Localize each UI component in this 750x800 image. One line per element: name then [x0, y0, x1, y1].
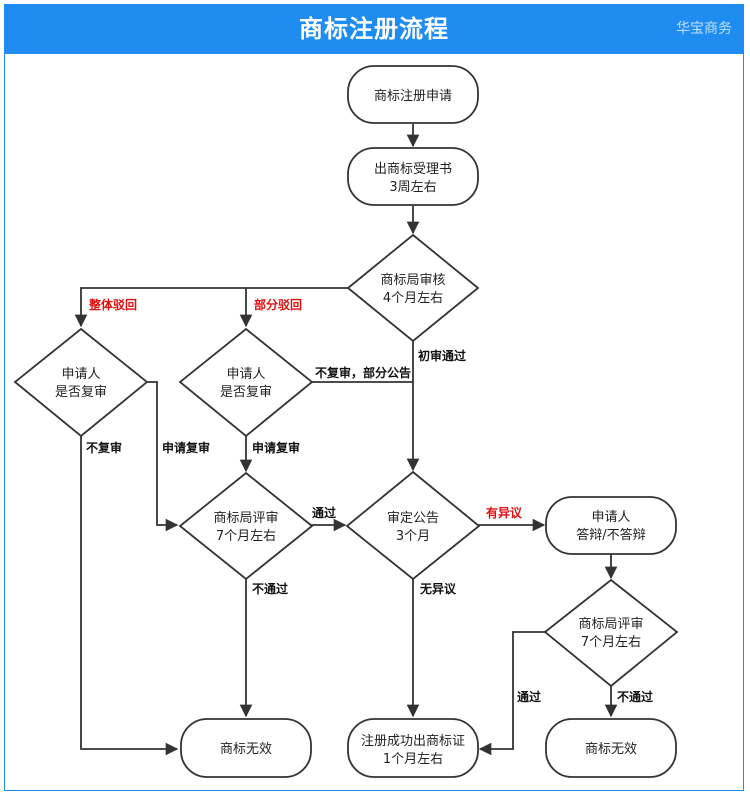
node-reexam2: [543, 578, 679, 688]
node-respond-options: 答辩/不答辩: [576, 527, 645, 543]
watermark: 华宝商务: [676, 21, 732, 37]
edge-full-reject: [74, 287, 348, 328]
node-reexam-duration: 7个月左右: [216, 529, 276, 544]
node-invalid1-label: 商标无效: [220, 742, 272, 757]
title-bar: 商标注册流程 华宝商务: [4, 4, 744, 54]
node-reexam2-label: 商标局评审: [578, 617, 643, 632]
node-acceptance-label: 出商标受理书: [374, 162, 452, 177]
node-announce: [345, 470, 481, 581]
node-reexam: [178, 471, 314, 581]
label-pass: 通过: [312, 505, 336, 520]
node-apply: [347, 65, 479, 124]
node-announce-label: 审定公告: [387, 511, 439, 526]
node-success: [347, 718, 479, 778]
node-review-label: 商标局审核: [380, 273, 445, 288]
label-first-pass: 初审通过: [418, 348, 466, 363]
label-apply-reexam-mid: 申请复审: [252, 440, 300, 455]
node-review: [346, 233, 480, 343]
node-reexam-label: 商标局评审: [213, 511, 278, 526]
page-title: 商标注册流程: [299, 15, 449, 43]
label-no-reexam: 不复审: [86, 440, 122, 455]
node-acceptance: [347, 147, 479, 206]
node-left-decision-question: 是否复审: [55, 385, 107, 400]
node-apply-label: 商标注册申请: [374, 89, 452, 104]
label-no-reexam-partial: 不复审，部分公告: [315, 365, 411, 380]
edge-left-no-reexam: [80, 436, 179, 756]
label-not-pass-left: 不通过: [252, 581, 288, 596]
node-acceptance-duration: 3周左右: [389, 180, 436, 195]
label-full-reject: 整体驳回: [88, 297, 137, 312]
node-invalid2: [545, 718, 677, 778]
node-respond: [545, 496, 677, 555]
node-invalid2-label: 商标无效: [585, 742, 637, 757]
node-mid-decision: [178, 327, 314, 438]
edge-reexam2-pass: [478, 631, 545, 756]
edge-left-apply-reexam: [147, 381, 179, 532]
label-pass-right: 通过: [517, 689, 541, 704]
node-reexam2-duration: 7个月左右: [581, 635, 641, 650]
label-partial-reject: 部分驳回: [254, 297, 302, 312]
node-mid-decision-label: 申请人: [226, 367, 265, 382]
label-not-pass-right: 不通过: [617, 689, 653, 704]
node-mid-decision-question: 是否复审: [220, 385, 272, 400]
node-invalid1: [180, 718, 312, 778]
node-respond-label: 申请人: [591, 510, 630, 525]
node-review-duration: 4个月左右: [383, 291, 443, 306]
label-objection: 有异议: [486, 505, 523, 520]
label-no-objection: 无异议: [419, 581, 457, 596]
node-announce-duration: 3个月: [396, 529, 430, 544]
node-success-duration: 1个月左右: [383, 752, 443, 767]
label-apply-reexam-left: 申请复审: [162, 440, 210, 455]
node-left-decision: [13, 327, 149, 438]
node-left-decision-label: 申请人: [61, 367, 100, 382]
node-success-label: 注册成功出商标证: [361, 734, 465, 749]
